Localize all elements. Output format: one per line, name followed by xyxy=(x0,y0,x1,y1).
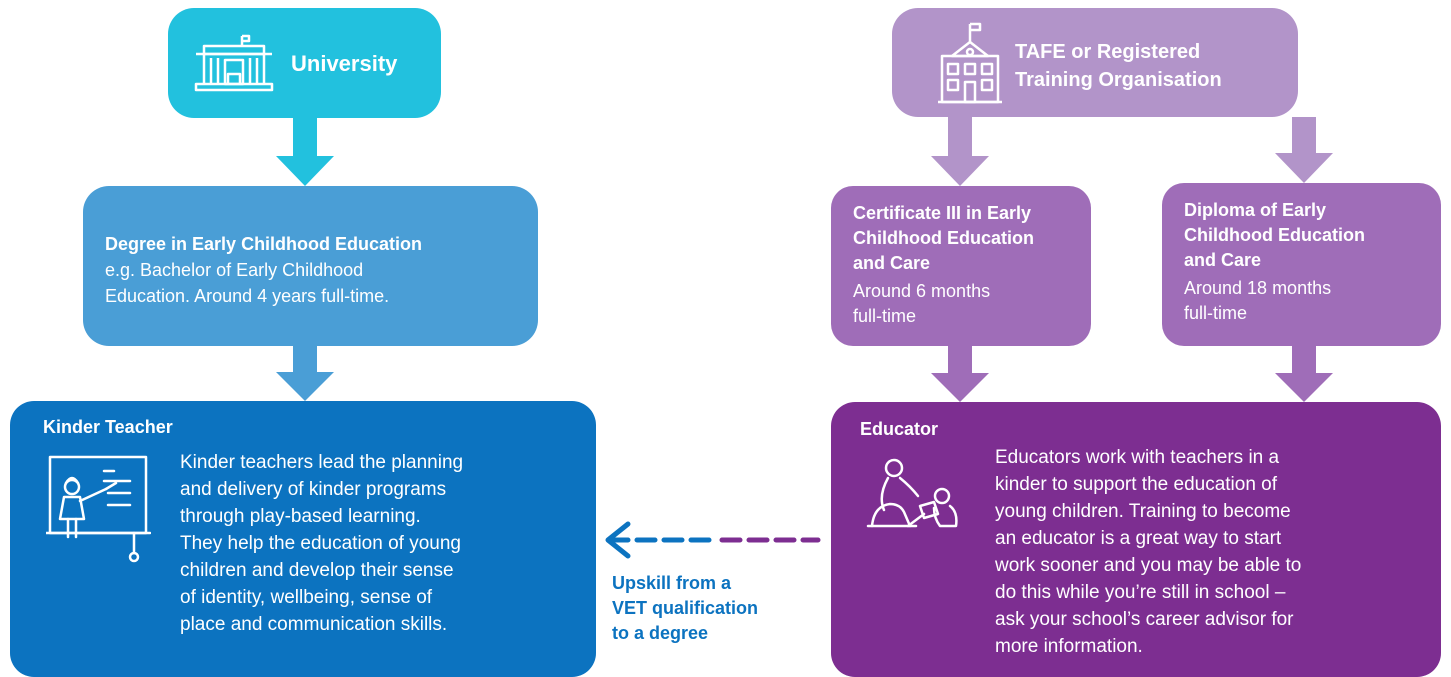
university-title: University xyxy=(291,51,398,76)
educator-box: Educator Educators work with teachers in… xyxy=(831,402,1441,677)
kinder-teacher-box: Kinder Teacher Kinder teachers lead the … xyxy=(10,401,596,677)
tafe-title: TAFE or Registered Training Organisation xyxy=(1015,41,1222,91)
teacher-whiteboard-icon xyxy=(44,453,152,573)
arrow-university-to-degree xyxy=(276,118,334,186)
diploma-duration: Around 18 months full-time xyxy=(1184,278,1332,323)
arrow-certificate-to-educator xyxy=(931,346,989,402)
degree-box: Degree in Early Childhood Education e.g.… xyxy=(83,186,538,346)
degree-description: e.g. Bachelor of Early Childhood Educati… xyxy=(105,260,390,306)
upskill-label: Upskill from a VET qualification to a de… xyxy=(612,573,759,643)
diploma-title: Diploma of Early Childhood Education and… xyxy=(1184,200,1365,270)
arrow-diploma-to-educator xyxy=(1275,346,1333,402)
tafe-box: TAFE or Registered Training Organisation xyxy=(892,8,1298,117)
degree-title: Degree in Early Childhood Education xyxy=(105,234,423,254)
kinder-teacher-title: Kinder Teacher xyxy=(43,417,173,437)
upskill-dashed-arrow xyxy=(605,521,821,559)
university-box: University xyxy=(168,8,441,118)
diploma-box: Diploma of Early Childhood Education and… xyxy=(1162,183,1441,346)
educator-with-child-icon xyxy=(864,458,962,535)
university-building-icon xyxy=(192,32,276,99)
arrow-tafe-to-diploma xyxy=(1275,117,1333,183)
certificate-box: Certificate III in Early Childhood Educa… xyxy=(831,186,1091,346)
certificate-duration: Around 6 months full-time xyxy=(853,281,991,326)
educator-title: Educator xyxy=(860,419,939,439)
arrow-tafe-to-certificate xyxy=(931,117,989,186)
educator-description: Educators work with teachers in a kinder… xyxy=(995,447,1302,657)
arrow-degree-to-teacher xyxy=(276,346,334,401)
certificate-title: Certificate III in Early Childhood Educa… xyxy=(853,203,1034,273)
school-building-icon xyxy=(938,22,1002,111)
kinder-teacher-description: Kinder teachers lead the planning and de… xyxy=(180,452,464,635)
